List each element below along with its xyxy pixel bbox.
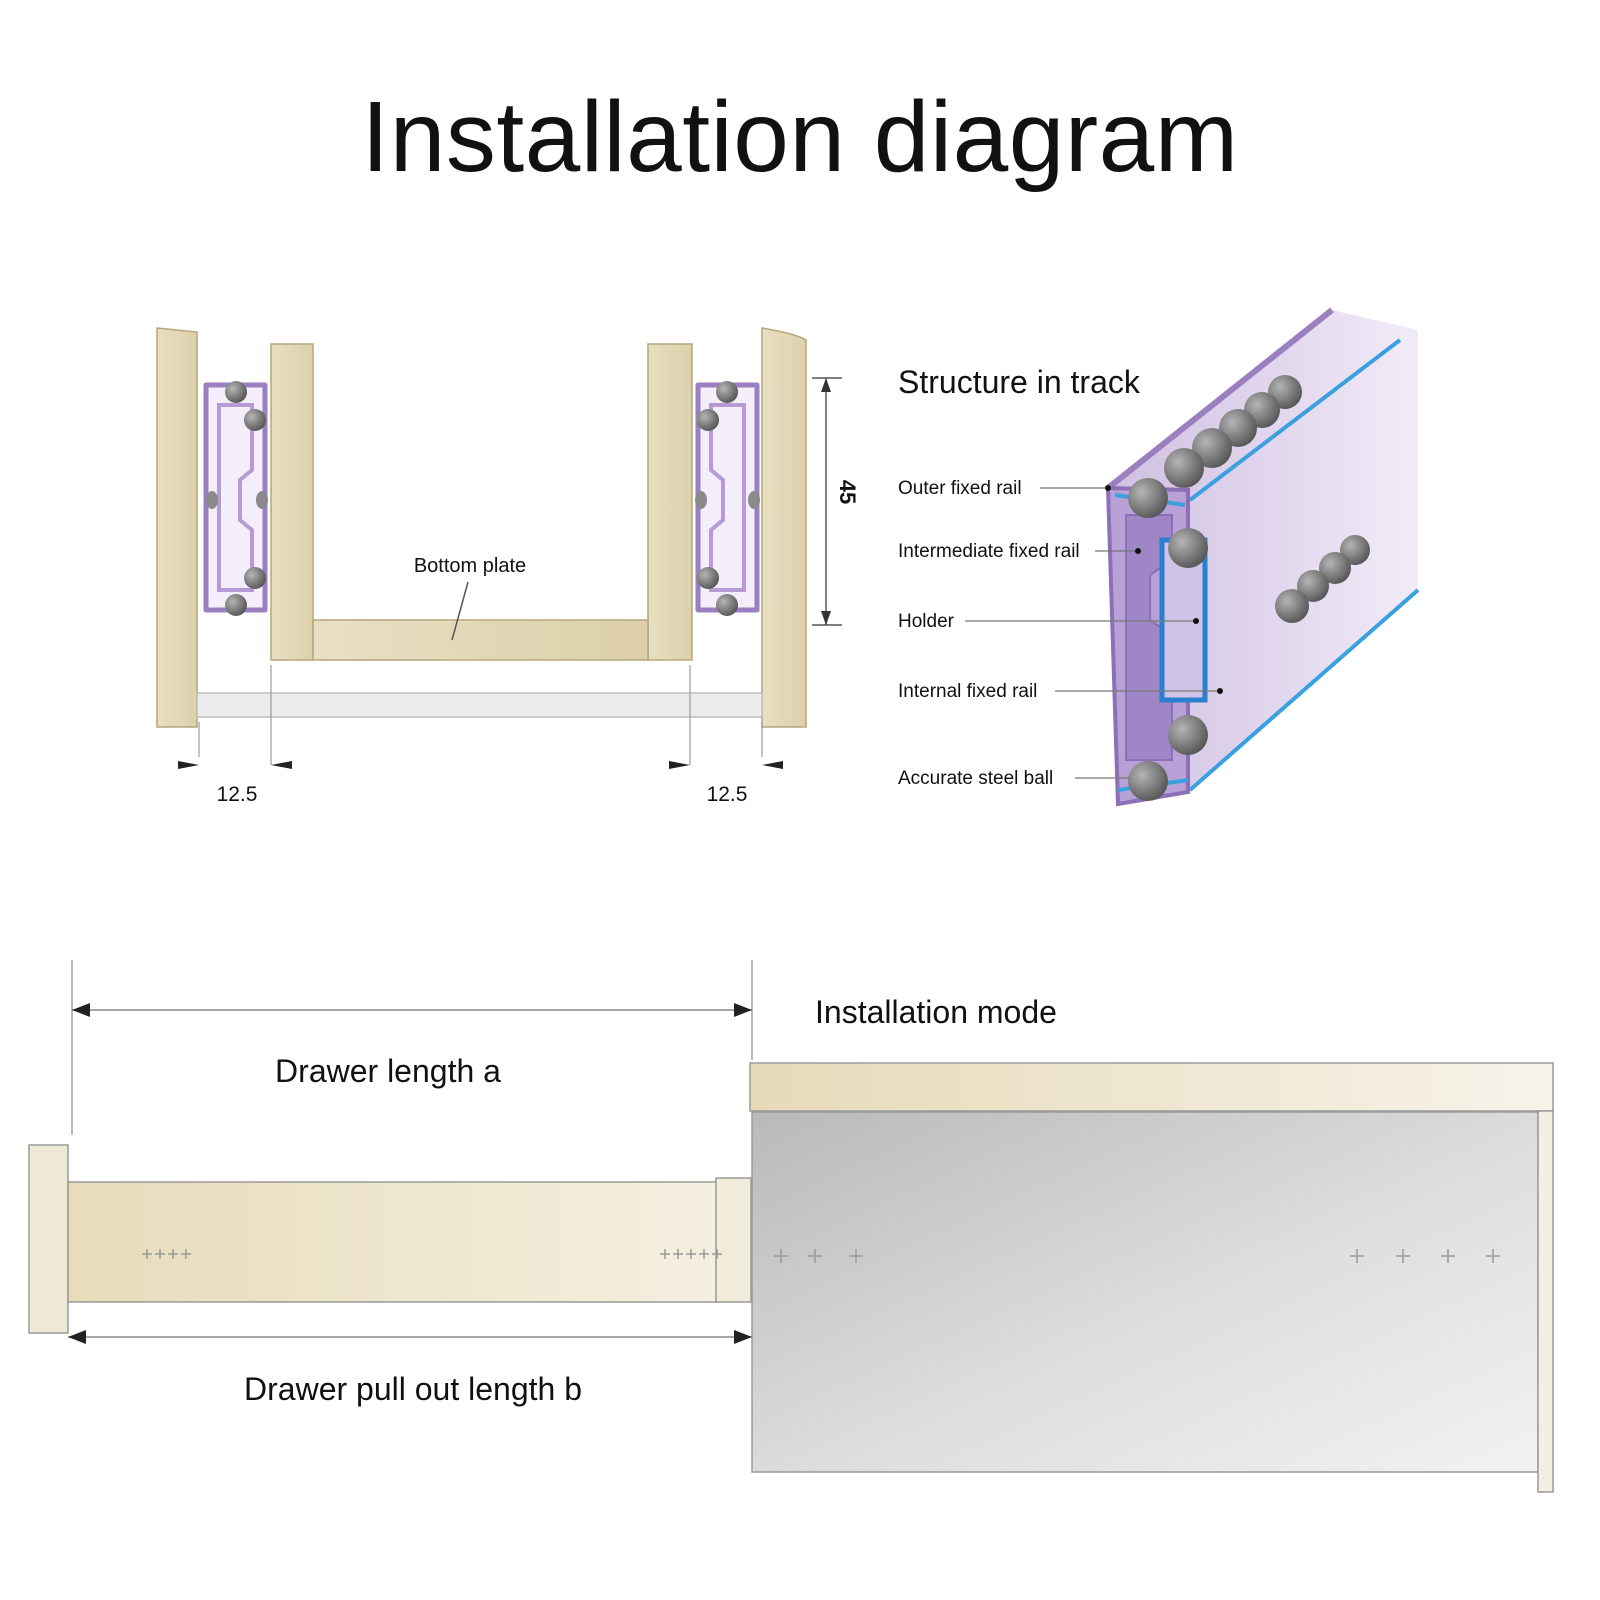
- steel-ball: [716, 381, 738, 403]
- ball-row-lower: [1275, 535, 1370, 623]
- height-dimension: 45: [812, 377, 860, 626]
- cabinet-right-panel: [761, 327, 807, 728]
- accurate-steel-ball-label: Accurate steel ball: [898, 768, 1053, 789]
- page-title: Installation diagram: [361, 81, 1239, 193]
- drawer-length-label: Drawer length a: [275, 1053, 501, 1089]
- installation-mode-heading: Installation mode: [815, 994, 1057, 1030]
- steel-ball: [225, 594, 247, 616]
- drawer-left-side: [270, 343, 314, 661]
- steel-ball: [1128, 761, 1168, 801]
- track-structure-diagram: Structure in track: [898, 307, 1420, 807]
- cabinet-bottom-shelf: [196, 692, 763, 718]
- installation-mode-diagram: Installation mode Drawer length a: [28, 960, 1554, 1493]
- steel-ball: [244, 409, 266, 431]
- steel-ball: [225, 381, 247, 403]
- steel-ball: [1168, 715, 1208, 755]
- steel-ball: [244, 567, 266, 589]
- ball-row-upper: [1164, 375, 1302, 488]
- screw-hole-marks: [142, 1249, 1500, 1263]
- drawer-back-panel: [715, 1177, 752, 1303]
- cabinet-top-panel: [749, 1062, 1554, 1112]
- label-accurate-steel-ball: Accurate steel ball: [898, 768, 1130, 789]
- cross-section-diagram: Bottom plate 45 12.5 12.5: [156, 327, 860, 806]
- right-gap-label: 12.5: [707, 783, 748, 806]
- cabinet-back-panel: [1537, 1110, 1554, 1493]
- bottom-plate-leader: [451, 581, 469, 641]
- internal-fixed-rail-label: Internal fixed rail: [898, 681, 1037, 702]
- label-internal-fixed-rail: Internal fixed rail: [898, 681, 1223, 702]
- label-outer-fixed-rail: Outer fixed rail: [898, 478, 1111, 499]
- drawer-length-dimension: Drawer length a: [71, 960, 753, 1135]
- drawer-right-side: [647, 343, 693, 661]
- bottom-plate: [312, 619, 649, 661]
- left-gap-dimension: 12.5: [178, 665, 292, 806]
- holder-label: Holder: [898, 611, 955, 632]
- right-rail-profile: [695, 381, 760, 616]
- cabinet-body: [751, 1111, 1539, 1473]
- label-intermediate-fixed-rail: Intermediate fixed rail: [898, 541, 1141, 562]
- steel-ball: [697, 567, 719, 589]
- pull-out-length-dimension: Drawer pull out length b: [68, 1330, 752, 1407]
- left-rail-profile: [203, 381, 268, 616]
- pull-out-length-label: Drawer pull out length b: [244, 1371, 582, 1407]
- drawer-front: [28, 1144, 69, 1334]
- bottom-plate-label: Bottom plate: [414, 555, 526, 577]
- label-holder: Holder: [898, 611, 1199, 632]
- left-gap-label: 12.5: [217, 783, 258, 806]
- right-gap-dimension: 12.5: [669, 665, 783, 806]
- steel-ball: [697, 409, 719, 431]
- height-dimension-label: 45: [835, 480, 860, 504]
- track-structure-heading: Structure in track: [898, 364, 1141, 400]
- steel-ball: [1168, 528, 1208, 568]
- steel-ball: [1128, 478, 1168, 518]
- steel-ball: [716, 594, 738, 616]
- cabinet-left-panel: [156, 327, 198, 728]
- drawer-side-panel: [67, 1181, 719, 1303]
- outer-fixed-rail-label: Outer fixed rail: [898, 478, 1022, 499]
- intermediate-fixed-rail-label: Intermediate fixed rail: [898, 541, 1080, 562]
